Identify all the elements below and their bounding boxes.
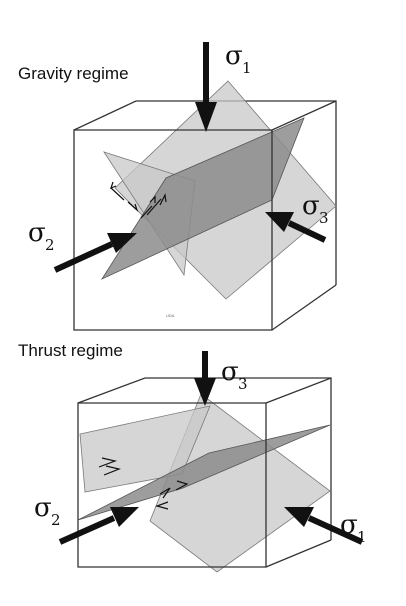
svg-text:σ: σ	[28, 218, 46, 248]
svg-text:σ: σ	[221, 357, 239, 387]
svg-text:3: 3	[319, 209, 329, 227]
svg-text:1: 1	[357, 528, 367, 546]
gravity-sigma1-label: σ 1	[225, 41, 252, 77]
thrust-cube-back-edges	[77, 377, 332, 540]
thrust-sigma3-label: σ 3	[221, 357, 248, 393]
thrust-sigma1-label: σ 1	[340, 510, 367, 546]
thrust-sigma2-arrow	[58, 507, 139, 545]
svg-text:2: 2	[51, 511, 61, 529]
gravity-sigma1-arrow	[195, 42, 217, 132]
svg-text:σ: σ	[340, 510, 358, 540]
gravity-slip-arrows	[110, 181, 167, 219]
svg-text:σ: σ	[225, 41, 243, 71]
gravity-regime-title: Gravity regime	[18, 64, 129, 83]
svg-text:σ: σ	[302, 191, 320, 221]
thrust-regime-title: Thrust regime	[18, 341, 123, 360]
svg-text:σ: σ	[34, 493, 52, 523]
thrust-sigma1-arrow	[284, 507, 364, 545]
svg-text:3: 3	[238, 375, 248, 393]
thrust-slip-arrows	[98, 457, 189, 510]
svg-text:1: 1	[242, 59, 252, 77]
gravity-conjugate-plane	[100, 117, 305, 280]
thrust-sigma2-label: σ 2	[34, 493, 61, 529]
thrust-cube-front-edges	[77, 377, 332, 568]
thrust-sigma3-arrow	[194, 351, 216, 406]
thrust-regime-panel: Thrust regime σ	[18, 341, 367, 573]
gravity-regime-panel: Gravity regime UDA	[18, 41, 337, 331]
gravity-sigma2-arrow	[53, 233, 137, 273]
gravity-sigma3-arrow	[265, 212, 327, 243]
gravity-watermark: UDA	[166, 313, 175, 318]
gravity-sigma2-label: σ 2	[28, 218, 55, 254]
gravity-sigma3-label: σ 3	[302, 191, 329, 227]
svg-text:2: 2	[45, 236, 55, 254]
